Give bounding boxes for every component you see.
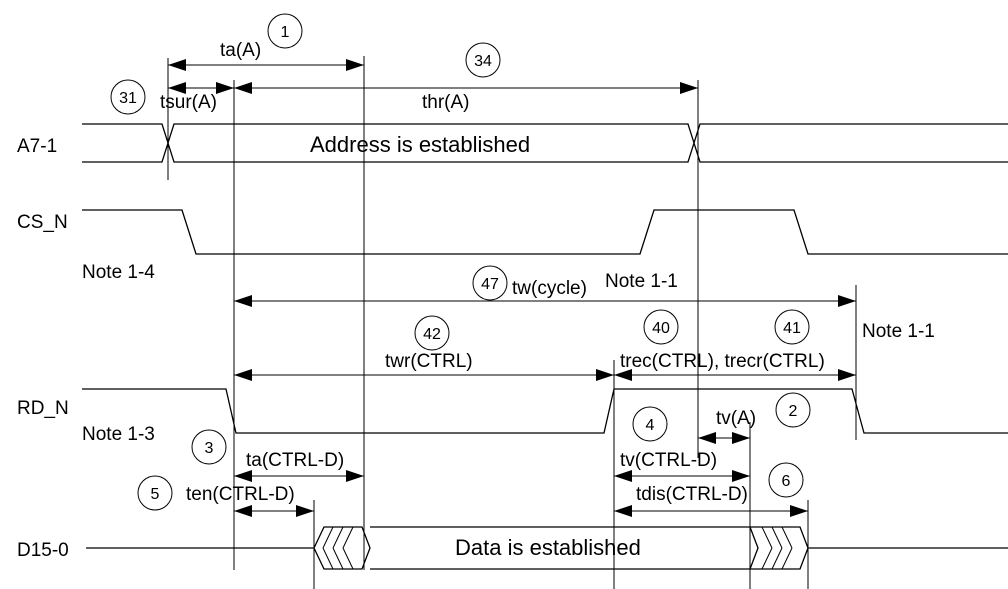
svg-text:41: 41 [783, 320, 801, 337]
note-1-3: Note 1-3 [82, 424, 155, 445]
svg-text:2: 2 [789, 403, 798, 420]
marker-31: 31 [110, 79, 146, 115]
signal-label-rd: RD_N [17, 398, 69, 419]
marker-41: 41 [774, 309, 810, 345]
svg-text:47: 47 [481, 276, 499, 293]
note-1-1-top: Note 1-1 [605, 271, 678, 292]
svg-text:1: 1 [281, 24, 290, 41]
timing-tv-ctrl-d: tv(CTRL-D) [620, 450, 717, 471]
svg-text:40: 40 [652, 320, 670, 337]
timing-ta-ctrl-d: ta(CTRL-D) [246, 450, 344, 471]
svg-text:42: 42 [423, 326, 441, 343]
note-1-4: Note 1-4 [82, 262, 155, 283]
marker-1: 1 [267, 13, 303, 49]
marker-4: 4 [632, 406, 668, 442]
rd-waveform [82, 388, 1008, 434]
timing-twr-ctrl: twr(CTRL) [385, 351, 473, 372]
svg-text:31: 31 [119, 90, 137, 107]
marker-6: 6 [768, 462, 804, 498]
address-established-label: Address is established [310, 132, 530, 157]
timing-trec-ctrl: trec(CTRL), trecr(CTRL) [620, 351, 825, 372]
signal-label-address: A7-1 [17, 136, 57, 157]
timing-thr-a: thr(A) [422, 92, 470, 113]
marker-42: 42 [414, 315, 450, 351]
svg-text:34: 34 [474, 53, 492, 70]
cs-waveform [82, 209, 1008, 255]
marker-2: 2 [775, 392, 811, 428]
timing-tv-a: tv(A) [716, 408, 756, 429]
svg-text:3: 3 [205, 440, 214, 457]
data-bus-waveform [86, 526, 1008, 570]
note-1-1-right: Note 1-1 [862, 321, 935, 342]
timing-ten-ctrl-d: ten(CTRL-D) [186, 484, 295, 505]
svg-text:4: 4 [646, 417, 655, 434]
marker-40: 40 [643, 309, 679, 345]
svg-text:6: 6 [782, 473, 791, 490]
marker-3: 3 [191, 429, 227, 465]
signal-label-cs: CS_N [17, 212, 68, 233]
marker-34: 34 [465, 42, 501, 78]
timing-tsur-a: tsur(A) [160, 92, 217, 113]
svg-text:5: 5 [151, 486, 160, 503]
timing-tw-cycle: tw(cycle) [512, 278, 587, 299]
timing-ta-a: ta(A) [220, 40, 261, 61]
marker-47: 47 [472, 265, 508, 301]
timing-tdis-ctrl-d: tdis(CTRL-D) [636, 484, 748, 505]
timing-arrows [168, 59, 856, 517]
marker-5: 5 [137, 475, 173, 511]
data-established-label: Data is established [455, 535, 641, 560]
address-bus-waveform [82, 123, 1008, 163]
signal-label-data: D15-0 [17, 540, 69, 561]
reference-lines [167, 56, 857, 589]
